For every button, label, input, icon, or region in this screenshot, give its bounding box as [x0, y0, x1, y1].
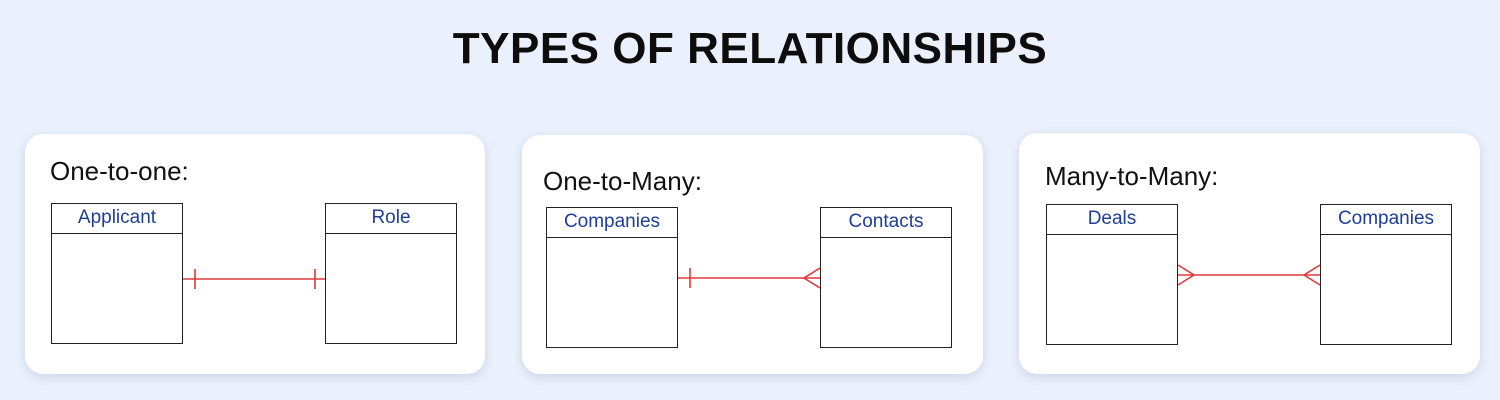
entity-name: Contacts	[821, 208, 951, 238]
entity-name: Companies	[547, 208, 677, 238]
relationship-card-many-to-many: Many-to-Many: Deals Companies	[1019, 133, 1480, 374]
entity-box-applicant: Applicant	[51, 203, 183, 344]
right-crows-foot	[802, 267, 821, 289]
entity-name: Companies	[1321, 205, 1451, 235]
page-title: TYPES OF RELATIONSHIPS	[452, 24, 1048, 73]
relationship-card-one-to-many: One-to-Many: Companies Contacts	[522, 135, 983, 374]
relationship-connector	[678, 267, 821, 289]
relationship-card-one-to-one: One-to-one: Applicant Role	[25, 134, 485, 374]
entity-box-companies: Companies	[546, 207, 678, 348]
relationship-label: Many-to-Many:	[1045, 161, 1219, 191]
entity-name: Deals	[1047, 205, 1177, 235]
relationship-connector	[183, 269, 325, 289]
entity-name: Role	[326, 204, 456, 234]
entity-box-companies: Companies	[1320, 204, 1452, 345]
relationship-connector	[1177, 264, 1321, 286]
relationship-label: One-to-one:	[50, 156, 189, 186]
entity-box-role: Role	[325, 203, 457, 344]
left-crows-foot	[1177, 264, 1196, 286]
entity-name: Applicant	[52, 204, 182, 234]
right-crows-foot	[1302, 264, 1321, 286]
entity-box-deals: Deals	[1046, 204, 1178, 345]
relationship-label: One-to-Many:	[543, 166, 702, 196]
entity-box-contacts: Contacts	[820, 207, 952, 348]
